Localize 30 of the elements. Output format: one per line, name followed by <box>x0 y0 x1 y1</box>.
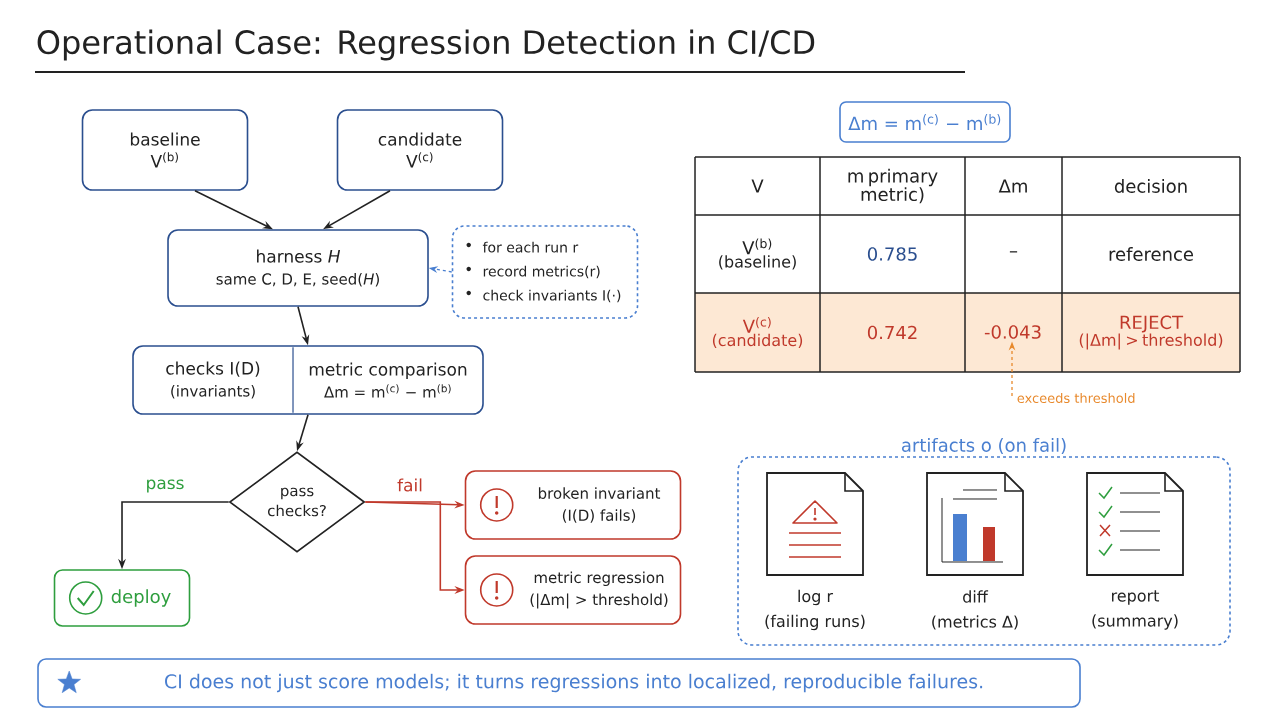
process-box: candidate V$^{(c)}$ <box>336 109 504 191</box>
table-cell: 0.742 <box>867 325 917 340</box>
failure-box: broken invariant (I(D) fails) <box>464 470 682 540</box>
split-box: checks I(D) (invariants) metric comparison Δm = m$^{(c)}$ − m$^{(b)}$ <box>132 345 484 415</box>
table-cell: decision <box>1114 179 1187 193</box>
table-cell: V$^{(c)}$ (candidate) <box>712 316 803 349</box>
node-label: artifacts o (on fail) <box>901 438 1066 455</box>
table-cell: REJECT (|Δm| > threshold) <box>1079 315 1223 350</box>
title: Operational Case: Regression Detection in CI/CD <box>37 29 815 61</box>
formula-box: Δm = m$^{(c)}$ − m$^{(b)}$ <box>839 101 1011 143</box>
document-label: log r (failing runs) <box>765 472 865 631</box>
failure-box: metric regression (|Δm| > threshold) <box>464 555 682 625</box>
table-cell: V <box>751 179 764 193</box>
annotation: exceeds threshold <box>1017 392 1135 404</box>
process-box: baseline V$^{(b)}$ <box>81 109 249 191</box>
table-cell: 0.785 <box>867 247 917 261</box>
edge-label: pass <box>144 478 186 494</box>
edge-label: fail <box>396 477 424 493</box>
table-cell: -0.043 <box>984 325 1041 339</box>
process-box: harness H same C, D, E, seed(H) <box>167 229 429 307</box>
summary-banner: CI does not just score models; it turns regressions into localized, reproducible failures. <box>37 658 1081 708</box>
table-cell: reference <box>1109 247 1193 261</box>
document-label: report (summary) <box>1086 472 1184 630</box>
table-cell: Δm <box>998 179 1027 193</box>
deploy-box: deploy <box>53 569 191 627</box>
table-cell: m primary metric) <box>848 168 938 204</box>
document-label: diff (metrics Δ) <box>926 472 1024 630</box>
table-cell: V$^{(b)}$ (baseline) <box>719 238 796 270</box>
table-cell: – <box>1009 251 1018 253</box>
note-box: for each run r record metrics(r) check invariants I(·) <box>451 225 639 319</box>
